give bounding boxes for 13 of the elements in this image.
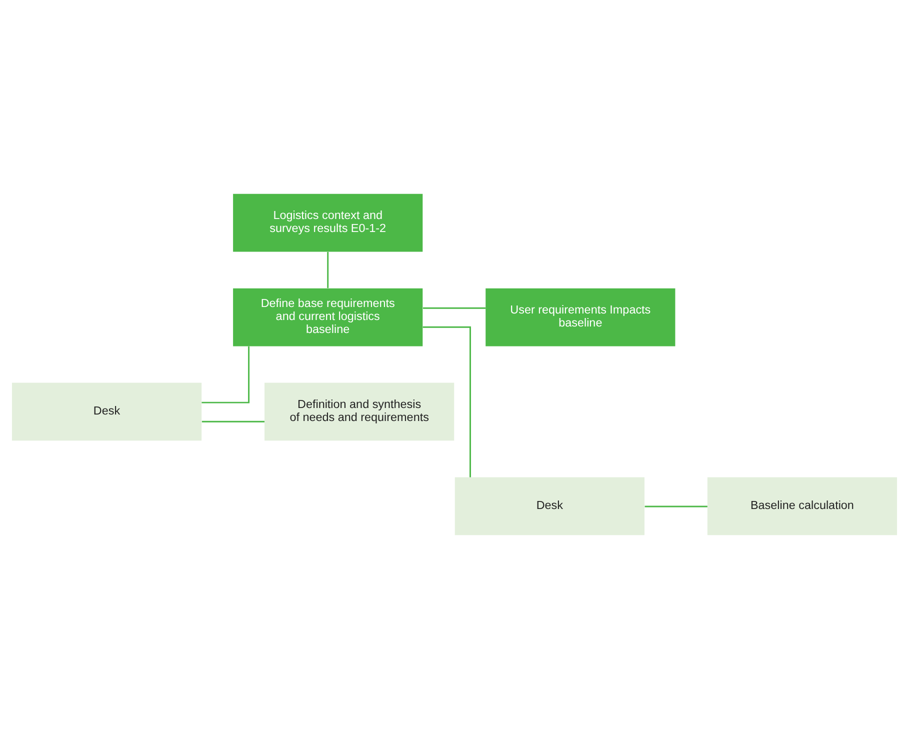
node-box: Baseline calculation [707,477,898,536]
connector [202,420,264,422]
node-box: User requirements Impacts baseline [486,288,676,346]
node-box: Desk [454,477,644,536]
node-box: Desk [12,382,202,441]
connector [422,326,471,478]
connector [202,346,250,404]
connector [422,307,486,309]
connector [644,506,708,508]
node-box: Define base requirements and current logistics baseline [233,288,423,346]
connector [327,252,329,288]
node-box: Definition and synthesis of needs and requirements [264,382,454,441]
node-box: Logistics context and surveys results E0-1-2 [233,194,423,252]
